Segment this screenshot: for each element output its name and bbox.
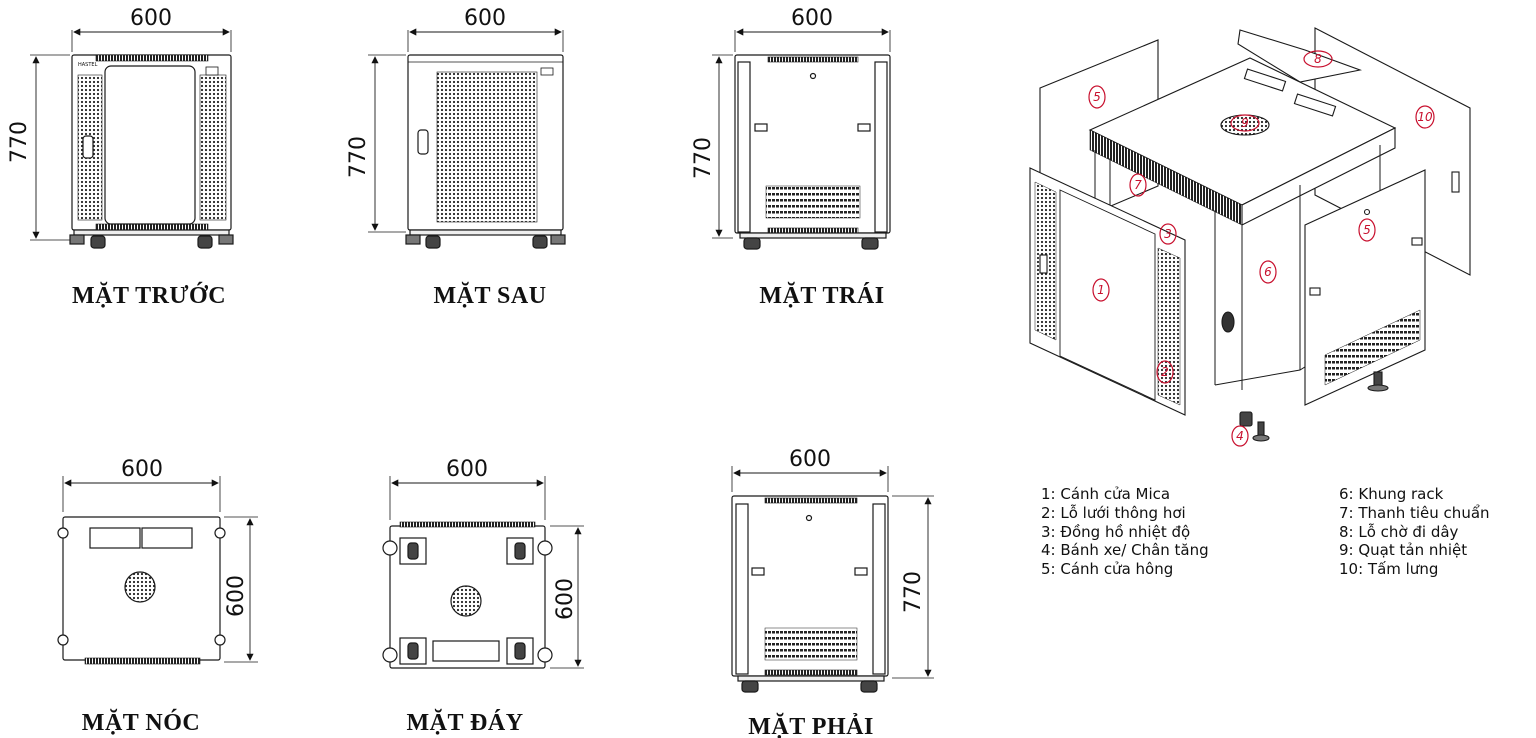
top-depth-label: 600 xyxy=(224,575,249,617)
callout-3-marker xyxy=(1159,223,1177,245)
bottom-width-label: 600 xyxy=(446,457,488,482)
view-titles: MẶT TRƯỚC MẶT SAU MẶT TRÁI MẶT NÓC MẶT Đ… xyxy=(72,282,884,738)
front-view-title: MẶT TRƯỚC xyxy=(72,282,226,309)
legend-item-7: 7: Thanh tiêu chuẩn xyxy=(1339,503,1490,522)
left-width-label: 600 xyxy=(791,6,833,31)
legend-item-8: 8: Lỗ chờ đi dây xyxy=(1339,522,1459,541)
dimension-labels: 600 770 600 770 600 770 600 600 600 600 … xyxy=(7,6,926,620)
right-view xyxy=(731,466,934,693)
callout-3: 3 xyxy=(1164,227,1172,241)
callout-6-marker xyxy=(1259,260,1277,284)
callout-5a-marker xyxy=(1088,85,1106,109)
callout-1: 1 xyxy=(1097,283,1105,297)
top-width-label: 600 xyxy=(121,457,163,482)
callout-2: 2 xyxy=(1161,365,1169,379)
front-view xyxy=(30,28,234,249)
callout-8: 8 xyxy=(1314,52,1322,66)
front-width-label: 600 xyxy=(130,6,172,31)
callout-7-marker xyxy=(1129,173,1147,197)
back-width-label: 600 xyxy=(464,6,506,31)
callout-8-marker xyxy=(1303,50,1333,68)
top-view xyxy=(57,476,258,665)
left-view-title: MẶT TRÁI xyxy=(759,283,884,309)
right-height-label: 770 xyxy=(901,571,926,613)
back-view-title: MẶT SAU xyxy=(433,283,546,309)
brand-mark: HASTEL xyxy=(78,62,98,68)
legend-left: 1: Cánh cửa Mica 2: Lỗ lưới thông hơi 3:… xyxy=(1041,485,1209,579)
bottom-view xyxy=(382,476,584,669)
exploded-view xyxy=(1029,27,1471,442)
back-view xyxy=(368,28,566,249)
callout-10: 10 xyxy=(1417,110,1433,124)
callout-2-marker xyxy=(1156,360,1174,384)
legend-right: 6: Khung rack 7: Thanh tiêu chuẩn 8: Lỗ … xyxy=(1339,485,1490,579)
callout-10-marker xyxy=(1415,105,1435,129)
left-view xyxy=(712,28,891,250)
right-view-title: MẶT PHẢI xyxy=(748,714,874,738)
back-height-label: 770 xyxy=(346,136,371,178)
left-height-label: 770 xyxy=(691,137,716,179)
legend-item-1: 1: Cánh cửa Mica xyxy=(1041,485,1171,503)
front-height-label: 770 xyxy=(7,121,32,163)
legend-item-9: 9: Quạt tản nhiệt xyxy=(1339,541,1468,560)
callout-4-marker xyxy=(1231,425,1249,447)
callout-9: 9 xyxy=(1241,116,1249,130)
callout-9-marker xyxy=(1230,114,1260,132)
legend-item-5: 5: Cánh cửa hông xyxy=(1041,560,1174,579)
bottom-depth-label: 600 xyxy=(553,578,578,620)
legend-item-10: 10: Tấm lưng xyxy=(1339,560,1439,579)
callout-6: 6 xyxy=(1264,265,1272,279)
callout-labels: 1 2 3 4 5 5 6 7 8 9 10 xyxy=(1093,52,1433,443)
right-width-label: 600 xyxy=(789,447,831,472)
callout-1-marker xyxy=(1092,278,1110,302)
callout-5b: 5 xyxy=(1363,223,1371,237)
callouts xyxy=(1088,50,1435,447)
legend-item-6: 6: Khung rack xyxy=(1339,485,1444,503)
callout-5a: 5 xyxy=(1093,90,1101,104)
top-view-title: MẶT NÓC xyxy=(82,709,200,736)
callout-7: 7 xyxy=(1134,178,1142,192)
bottom-view-title: MẶT ĐÁY xyxy=(406,710,523,736)
legend-item-3: 3: Đồng hồ nhiệt độ xyxy=(1041,522,1191,541)
callout-4: 4 xyxy=(1236,429,1244,443)
legend-item-4: 4: Bánh xe/ Chân tăng xyxy=(1041,541,1209,560)
legend-item-2: 2: Lỗ lưới thông hơi xyxy=(1041,503,1186,522)
callout-5b-marker xyxy=(1358,218,1376,242)
